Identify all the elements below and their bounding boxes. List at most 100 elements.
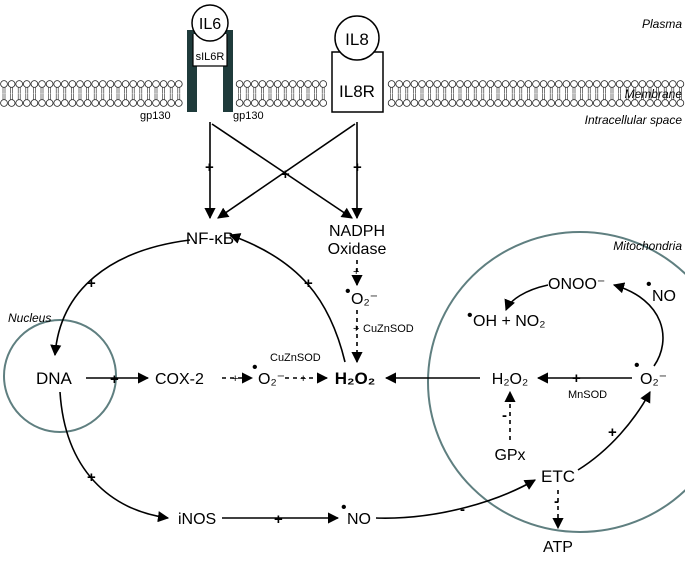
lipid-head [251,99,259,107]
lipid-head [273,99,282,107]
lipid-tail [147,93,150,100]
lipid-tail [580,87,583,94]
lipid-tail [109,87,112,94]
lipid-tail [71,87,74,94]
lipid-head [425,80,434,88]
lipid-tail [10,93,13,100]
lipid-tail [154,93,158,100]
lipid-head [524,80,533,88]
radical-dot-no-mito: • [646,276,652,293]
lipid-head [296,99,305,107]
il8-ligand [334,15,380,61]
lipid-head [547,80,555,88]
il6-label: IL6 [199,16,221,33]
lipid-tail [443,87,447,94]
lipid-tail [542,87,545,94]
lipid-head [676,99,685,107]
lipid-head [577,99,586,107]
lipid-head [585,80,593,88]
lipid-bilayer [0,80,685,107]
lipid-head [167,80,176,88]
lipid-tail [496,93,500,100]
lipid-tail [2,87,6,94]
gp130-left-bar [187,30,197,112]
lipid-tail [71,93,74,100]
lipid-head [433,80,442,88]
lipid-tail [587,93,591,100]
lipid-tail [261,93,264,100]
lipid-tail [405,93,409,100]
lipid-tail [48,93,51,100]
lipid-head [638,99,647,107]
lipid-tail [162,93,165,100]
sign-o2-h2o2-left: + [300,373,306,385]
lipid-head [615,99,624,107]
radical-dot-o2-top: • [345,283,351,300]
lipid-tail [587,87,591,94]
lipid-head [608,99,616,107]
lipid-tail [321,93,325,100]
lipid-head [61,80,69,88]
lipid-head [288,99,297,107]
lipid-tail [86,87,89,94]
lipid-tail [663,87,667,94]
lipid-tail [93,87,97,94]
lipid-head [554,80,563,88]
radical-dot-no-bottom: • [341,499,347,516]
lipid-head [448,99,457,107]
lipid-head [653,80,662,88]
lipid-tail [48,87,51,94]
cuznsod-left-label: CuZnSOD [270,352,321,364]
lipid-tail [511,87,515,94]
lipid-head [68,80,77,88]
lipid-head [532,80,540,88]
lipid-tail [276,87,279,94]
h2o2-to-nfkb-arrow [228,233,346,363]
lipid-head [45,80,54,88]
lipid-tail [496,87,500,94]
peroxynitrite-node: ONOO⁻ [548,276,605,293]
lipid-tail [466,87,469,94]
lipid-head [83,99,92,107]
lipid-head [646,80,654,88]
lipid-head [319,80,328,88]
lipid-head [387,99,396,107]
lipid-tail [139,93,143,100]
lipid-head [144,80,153,88]
lipid-head [516,80,525,88]
lipid-head [0,99,8,107]
lipid-tail [420,87,424,94]
lipid-head [440,99,449,107]
lipid-tail [390,87,393,94]
lipid-head [114,99,122,107]
lipid-head [668,99,677,107]
lipid-tail [131,93,135,100]
lipid-head [15,99,24,107]
lipid-tail [663,93,667,100]
lipid-tail [641,87,644,94]
lipid-head [501,99,510,107]
lipid-head [623,80,631,88]
lipid-tail [131,87,135,94]
radical-dot-o2-mito: • [634,357,640,374]
lipid-tail [534,87,538,94]
lipid-head [121,99,130,107]
lipid-tail [610,93,614,100]
lipid-head [22,99,31,107]
lipid-tail [420,93,424,100]
lipid-tail [169,87,173,94]
lipid-head [106,99,115,107]
lipid-head [577,80,586,88]
lipid-head [592,80,601,88]
peroxynitrite-decomposition-arrow [504,284,549,312]
sign-cross: + [281,166,290,183]
lipid-tail [511,93,515,100]
lipid-tail [154,87,158,94]
lipid-head [608,80,616,88]
lipid-head [235,80,244,88]
sign-nfkb-dna: + [87,275,96,292]
sign-il6-nfkb: + [205,159,214,176]
lipid-tail [2,93,6,100]
lipid-tail [534,93,538,100]
lipid-tail [299,93,302,100]
